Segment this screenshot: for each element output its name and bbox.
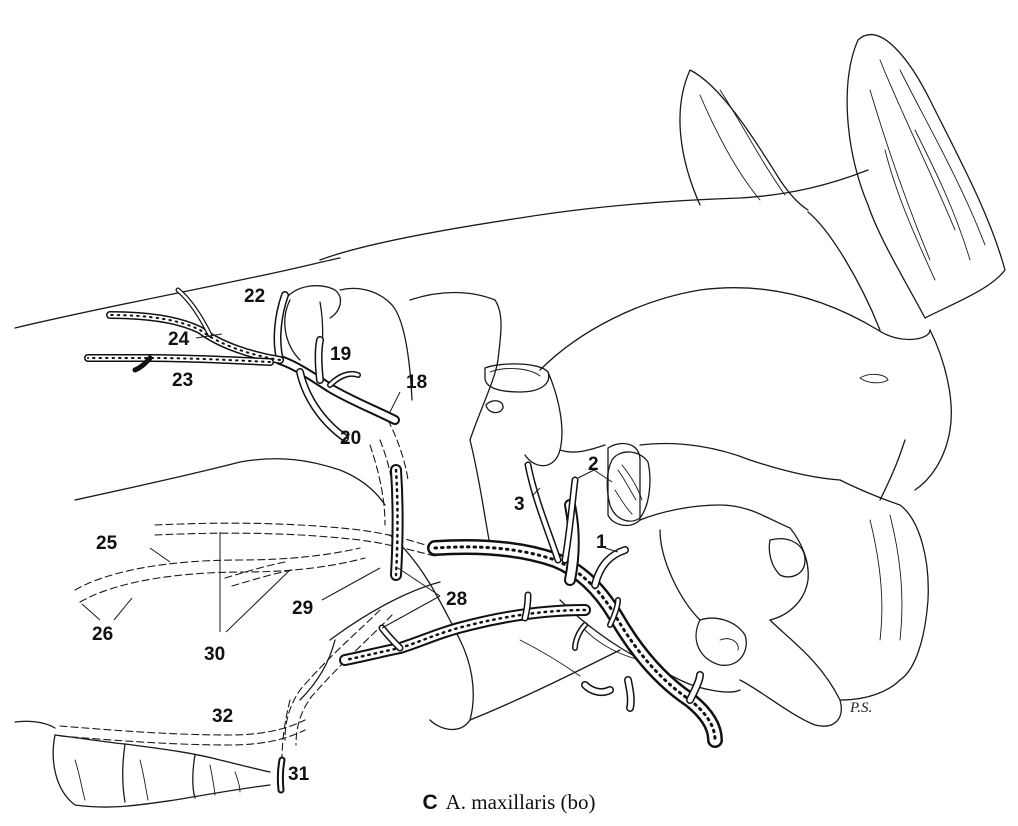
caption-letter: C bbox=[422, 791, 437, 814]
label-18: 18 bbox=[406, 372, 427, 393]
label-23: 23 bbox=[172, 370, 193, 391]
caption-text: A. maxillaris (bo) bbox=[446, 790, 596, 814]
label-3: 3 bbox=[514, 494, 525, 515]
label-31: 31 bbox=[288, 764, 310, 785]
leader-lines bbox=[82, 334, 618, 632]
maxillary-artery-tree bbox=[88, 290, 715, 790]
label-2: 2 bbox=[588, 454, 599, 475]
skull-outline bbox=[15, 35, 1005, 807]
label-28: 28 bbox=[446, 589, 467, 610]
artist-signature: P.S. bbox=[849, 700, 872, 716]
ear bbox=[680, 70, 808, 210]
label-19: 19 bbox=[330, 344, 351, 365]
label-25: 25 bbox=[96, 533, 118, 554]
label-20: 20 bbox=[340, 428, 361, 449]
vessel-cross-section bbox=[607, 452, 650, 521]
label-30: 30 bbox=[204, 644, 225, 665]
label-29: 29 bbox=[292, 598, 313, 619]
label-22: 22 bbox=[244, 286, 265, 307]
figure-caption: C A. maxillaris (bo) bbox=[0, 790, 1018, 815]
label-26: 26 bbox=[92, 624, 113, 645]
label-1: 1 bbox=[596, 532, 607, 553]
horn bbox=[847, 35, 1005, 318]
label-32: 32 bbox=[212, 706, 233, 727]
deep-vessels bbox=[60, 420, 435, 760]
label-24: 24 bbox=[168, 329, 190, 350]
orbit bbox=[485, 364, 549, 392]
